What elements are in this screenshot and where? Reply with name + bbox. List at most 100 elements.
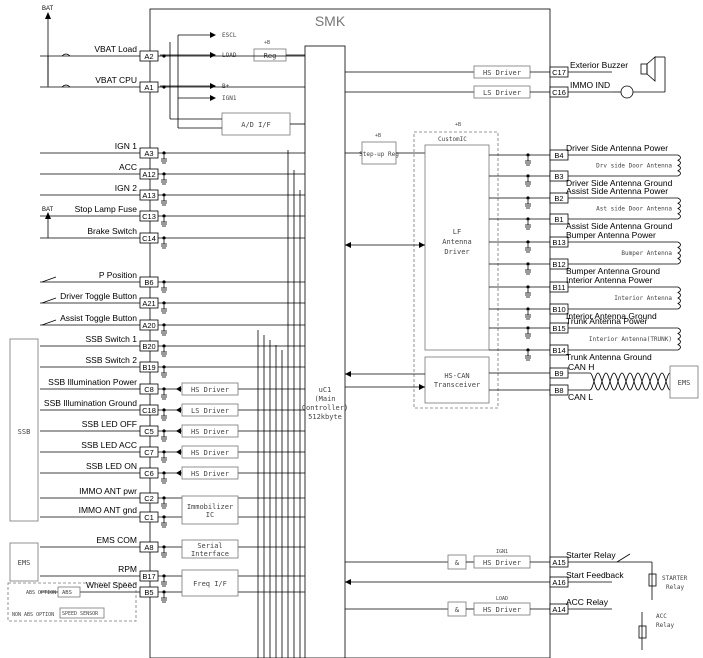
pin-id: B6	[144, 278, 153, 287]
non-abs-option-label: NON ABS OPTION	[12, 612, 54, 618]
left-pin-label: SSB LED ACC	[81, 440, 137, 450]
right-pin-label: Bumper Antenna Ground	[566, 266, 660, 276]
left-pin-label: Brake Switch	[87, 226, 137, 236]
pin-id: B9	[554, 369, 563, 378]
right-pin-label: Trunk Antenna Ground	[566, 352, 652, 362]
left-block-label: Freq I/F	[193, 580, 227, 588]
left-bus	[257, 150, 301, 658]
center-blocks: Step-up Reg +B CustomIC +B LF Antenna Dr…	[345, 122, 499, 409]
left-driver-4	[181, 466, 239, 480]
mcu-line1: uC1	[319, 386, 332, 394]
ssb-block	[9, 338, 39, 522]
left-driver-label: HS Driver	[191, 449, 229, 457]
pin-id: B5	[144, 588, 153, 597]
abs-label: ABS	[62, 590, 72, 596]
left-pin-label: ACC	[119, 162, 137, 172]
pin-id: B10	[552, 305, 565, 314]
pin-id: A13	[142, 191, 155, 200]
left-driver-0	[181, 382, 239, 396]
left-pin-label: EMS COM	[96, 535, 137, 545]
left-pin-label: VBAT CPU	[95, 75, 137, 85]
pin-id: B20	[142, 342, 155, 351]
left-pin-label: Assist Toggle Button	[60, 313, 137, 323]
antenna-coil-1: Ast side Door Antenna	[596, 197, 681, 220]
right-pin-label: ACC Relay	[566, 597, 609, 607]
mcu-line4: 512kbyte	[308, 413, 342, 421]
left-driver-label: HS Driver	[191, 428, 229, 436]
top-internal: ESCL LOAD Reg +B B+ IGN1 A/D I/F	[160, 32, 305, 136]
mcu-line3: Controller)	[302, 404, 348, 412]
right-pin-label: Assist Side Antenna Ground	[566, 221, 673, 231]
svg-text:+B: +B	[375, 133, 381, 139]
left-driver-label: LS Driver	[191, 407, 229, 415]
pin-id: A1	[144, 83, 153, 92]
driver-tag: LOAD	[496, 596, 508, 602]
right-pin-label: Bumper Antenna Power	[566, 230, 656, 240]
svg-text:+B: +B	[455, 122, 461, 128]
pin-id: A14	[552, 605, 565, 614]
pin-id: A15	[552, 558, 565, 567]
module-title: SMK	[315, 13, 346, 29]
mcu-line2: (Main	[314, 395, 335, 403]
starter-relay-l2: Relay	[666, 584, 684, 591]
pin-id: C14	[142, 234, 156, 243]
pin-id: B1	[554, 215, 563, 224]
left-pin-B20: SSB Switch 1 B20	[40, 334, 305, 357]
left-block-freq	[181, 569, 239, 597]
pin-id: B8	[554, 386, 563, 395]
acc-relay-l1: ACC	[656, 613, 667, 620]
left-block-label: IC	[206, 511, 214, 519]
pin-id: B15	[552, 324, 565, 333]
pin-id: B17	[142, 572, 155, 581]
hscan-line1: HS-CAN	[444, 372, 469, 380]
pin-id: C5	[144, 427, 154, 436]
antenna-name: Drv side Door Antenna	[596, 163, 672, 170]
lf-line3: Driver	[444, 248, 469, 256]
speed-sensor-label: SPEED SENSOR	[62, 611, 99, 617]
lf-line2: Antenna	[442, 238, 472, 246]
svg-text:+B: +B	[264, 40, 270, 46]
smk-module-frame	[149, 8, 551, 658]
antenna-coil-0: Drv side Door Antenna	[596, 154, 681, 177]
pin-id: B3	[554, 172, 563, 181]
pin-id: C8	[144, 385, 154, 394]
pin-id: C6	[144, 469, 154, 478]
left-driver-1	[181, 403, 239, 417]
ems-left-block	[9, 542, 39, 582]
svg-text:IGN1: IGN1	[222, 95, 237, 102]
right-pin-label: Trunk Antenna Power	[566, 316, 648, 326]
ssb-label: SSB	[18, 428, 31, 436]
transistor-icon	[612, 85, 665, 99]
pin-id: A3	[144, 149, 153, 158]
left-pin-label: SSB Switch 1	[86, 334, 138, 344]
pin-id: C7	[144, 448, 154, 457]
bat-label-1: BAT	[42, 6, 54, 12]
left-pin-label: Driver Toggle Button	[60, 291, 137, 301]
pin-id: A12	[142, 170, 155, 179]
lf-line1: LF	[453, 228, 461, 236]
driver-tag: IGN1	[496, 549, 508, 555]
pin-id: A16	[552, 578, 565, 587]
right-pin-label: Assist Side Antenna Power	[566, 186, 668, 196]
left-block-label: Serial	[197, 542, 222, 550]
pin-id: B4	[554, 151, 563, 160]
pin-id: C13	[142, 212, 156, 221]
right-pin-label: Interior Antenna Power	[566, 275, 653, 285]
left-pin-label: P Position	[99, 270, 137, 280]
